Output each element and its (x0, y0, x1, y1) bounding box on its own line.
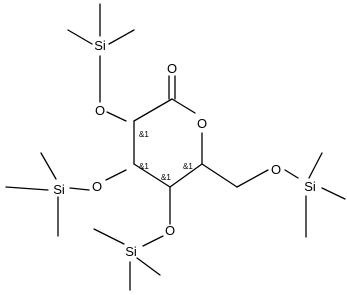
bonds (5, 3, 346, 291)
bond-si4-methyl-right (136, 257, 161, 276)
bond-si6-methyl-right (321, 187, 346, 200)
stereo-label-c4: &1 (161, 173, 171, 182)
bond-si4-methyl-left (93, 228, 125, 245)
bond-o3-si3 (69, 187, 90, 191)
oxygen-label-4: O (165, 223, 175, 238)
bond-o2-c2 (106, 111, 127, 122)
bond-si3-methyl-up (40, 152, 57, 180)
bond-c4-c3 (133, 163, 171, 188)
stereo-label-c2: &1 (139, 130, 149, 139)
stereo-label-c3: &1 (139, 162, 149, 171)
bond-si2-methyl-left (67, 29, 93, 45)
atom-labels: Si O O O O Si O Si O Si (53, 38, 316, 259)
oxygen-label-2: O (95, 103, 105, 118)
ring-oxygen-label: O (197, 116, 207, 131)
bond-c2-c1 (133, 98, 173, 122)
carbonyl-oxygen-label: O (167, 61, 177, 76)
bond-o4-si4 (142, 235, 164, 247)
bond-o6-si6 (284, 169, 299, 179)
stereo-labels: &1 &1 &1 &1 (139, 130, 193, 182)
bond-si2-methyl-right (108, 29, 135, 45)
bond-c5-c4 (169, 163, 203, 188)
si-label-2: Si (94, 38, 106, 53)
oxygen-label-3: O (92, 179, 102, 194)
si-label-4: Si (125, 244, 137, 259)
stereo-label-c5: &1 (183, 162, 193, 171)
si-label-3: Si (53, 182, 65, 197)
bond-si6-methyl-up (308, 152, 323, 179)
bond-c6-o6 (236, 169, 269, 188)
bond-c5-c6 (201, 163, 238, 188)
si-label-6: Si (304, 179, 316, 194)
bond-c3-o3 (105, 169, 127, 181)
bond-si3-methyl-left (5, 186, 49, 191)
bond-c1-ring-o (171, 98, 196, 114)
oxygen-label-6: O (271, 162, 281, 177)
